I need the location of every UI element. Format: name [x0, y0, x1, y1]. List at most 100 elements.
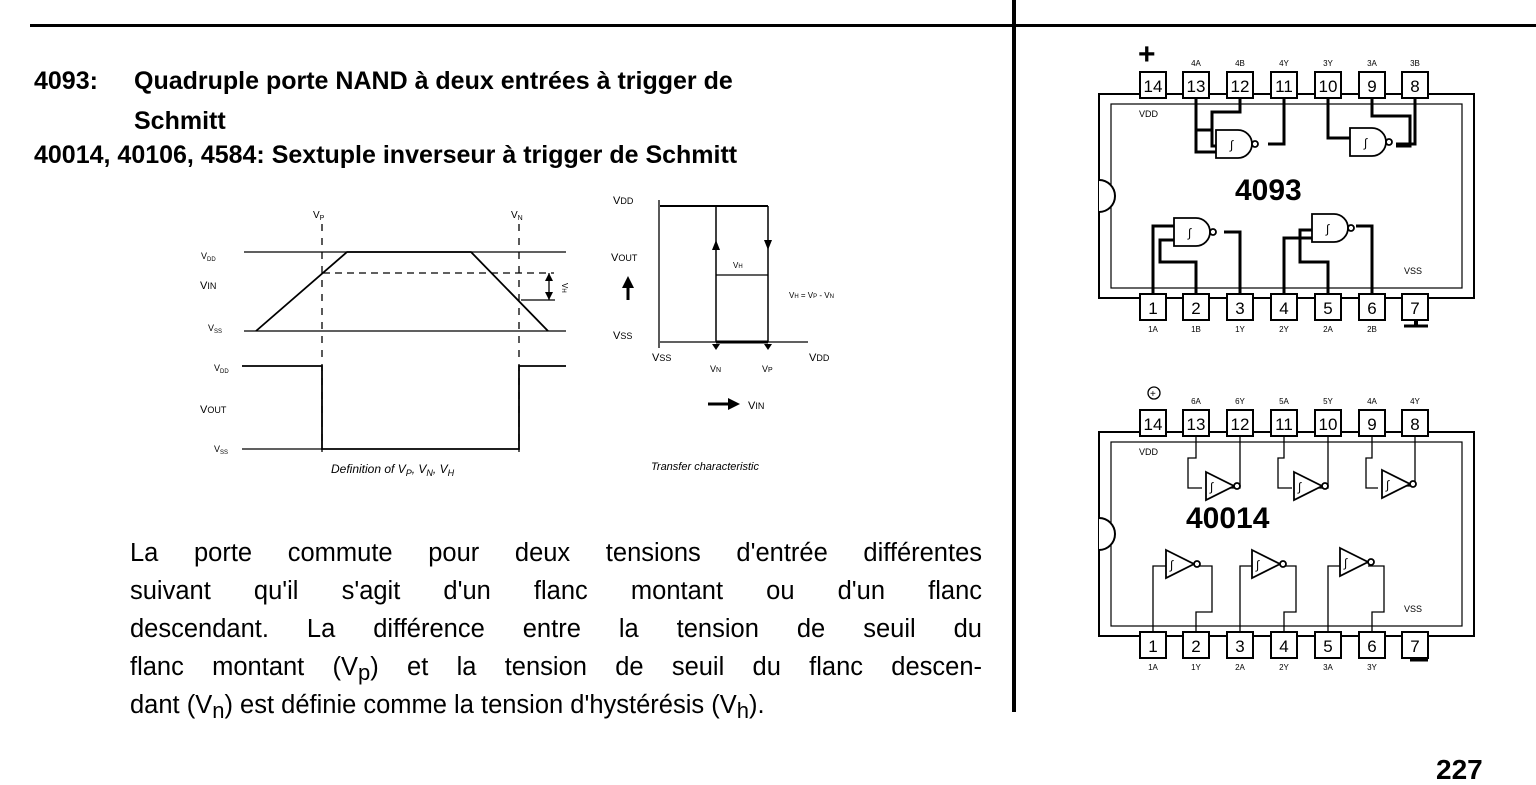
top-rule	[30, 24, 1536, 27]
label-vout: VOUT	[200, 404, 227, 416]
chip-40014-pin-label: 5A	[1279, 397, 1289, 406]
tf-vout: VOUT	[611, 252, 638, 264]
svg-text:∫: ∫	[1325, 222, 1330, 236]
chip-4093-pin-number: 10	[1319, 77, 1338, 96]
chip-40014-pin-3	[1226, 631, 1254, 659]
chip-4093-handwritten-label: 4093	[1235, 174, 1302, 207]
chip-4093-pin-number: 6	[1367, 299, 1376, 318]
chip-4093-pin-number: 12	[1231, 77, 1250, 96]
chip-40014-pin-6	[1358, 631, 1386, 659]
chip-40014-pin-number: 4	[1279, 637, 1288, 656]
chip-40014-pin-number: 3	[1235, 637, 1244, 656]
chip-4093-pin-label: 2B	[1367, 325, 1377, 334]
chip-40014-pin-1	[1139, 631, 1167, 659]
chip-4093-wiring	[1151, 98, 1417, 294]
heading-40014: 40014, 40106, 4584: Sextuple inverseur à…	[34, 141, 738, 169]
svg-text:∫: ∫	[1209, 480, 1214, 494]
inverter-gate-icon: ∫	[1381, 468, 1417, 500]
tf-x-vdd: VDD	[809, 352, 830, 364]
inverter-gate-icon: ∫	[1339, 546, 1375, 578]
chip-4093-pin-number: 11	[1275, 77, 1293, 96]
chip-4093-pin-label: 3Y	[1323, 59, 1333, 68]
page-number: 227	[1436, 754, 1483, 785]
chip-4093-vss-label: VSS	[1404, 266, 1422, 276]
heading-4093-title: Quadruple porte NAND à deux entrées à tr…	[134, 67, 733, 95]
chip-4093-pin-label: 2Y	[1279, 325, 1289, 334]
chip-4093-pin-number: 1	[1148, 299, 1157, 318]
svg-text:∫: ∫	[1343, 556, 1348, 570]
inverter-gate-icon: ∫	[1205, 470, 1241, 502]
chip-4093-pin-number: 14	[1144, 77, 1163, 96]
nand-gate-icon: ∫	[1215, 129, 1259, 159]
chip-40014-pin-number: 9	[1367, 415, 1376, 434]
chip-4093-vdd-label: VDD	[1139, 109, 1159, 119]
chip-40014-pin-number: 12	[1231, 415, 1250, 434]
chip-40014-pin-label: 1A	[1148, 663, 1158, 672]
paragraph-line-3: descendant. La différence entre la tensi…	[130, 615, 982, 643]
heading-4093-title-cont: Schmitt	[134, 107, 226, 135]
svg-text:∫: ∫	[1169, 558, 1174, 572]
tf-eq: VH = VP - VN	[789, 291, 834, 300]
chip-4093-pin-label: 3B	[1410, 59, 1420, 68]
nand-gate-icon: ∫	[1173, 217, 1217, 247]
chip-40014-pin-label: 2Y	[1279, 663, 1289, 672]
chip-4093-pin-label: 2A	[1323, 325, 1333, 334]
chip-40014-pin-2	[1182, 631, 1210, 659]
label-vin: VIN	[200, 280, 216, 292]
label-vn: VN	[511, 210, 523, 222]
label-vp: VP	[313, 210, 325, 222]
chip-4093-pin-number: 8	[1410, 77, 1419, 96]
description-paragraph: La porte commute pour deux tensions d'en…	[130, 534, 982, 724]
chip-40014-pin-label: 6A	[1191, 397, 1201, 406]
chip-40014-pin-number: 10	[1319, 415, 1338, 434]
chip-40014-pin-14	[1139, 409, 1167, 437]
label-vh: VH	[560, 283, 569, 293]
svg-text:∫: ∫	[1363, 136, 1368, 150]
tf-x-vn: VN	[710, 364, 721, 374]
chip-4093-pin-label: 4Y	[1279, 59, 1289, 68]
chip-40014-pin-13	[1182, 409, 1210, 437]
chip-40014-vss-label: VSS	[1404, 604, 1422, 614]
paragraph-line-2: suivant qu'il s'agit d'un flanc montant …	[130, 577, 982, 605]
chip-40014-pin-4	[1270, 631, 1298, 659]
chip-4093-pin-number: 2	[1191, 299, 1200, 318]
chip-40014-pin-label: 4Y	[1410, 397, 1420, 406]
nand-gate-icon: ∫	[1311, 213, 1355, 243]
chip-40014-pin-label: 1Y	[1191, 663, 1201, 672]
chip-40014-pin-number: 6	[1367, 637, 1376, 656]
svg-text:∫: ∫	[1297, 480, 1302, 494]
chip-40014-pin-7	[1401, 631, 1429, 659]
chip-40014-pin-number: 2	[1191, 637, 1200, 656]
chip-40014-pin-number: 8	[1410, 415, 1419, 434]
heading-4093-code: 4093:	[34, 67, 98, 95]
chip-40014-pin-number: 7	[1410, 637, 1419, 656]
vdd-plus-icon	[1147, 386, 1161, 400]
svg-text:∫: ∫	[1255, 558, 1260, 572]
svg-text:∫: ∫	[1229, 138, 1234, 152]
tf-vin: VIN	[748, 400, 764, 412]
tf-x-vp: VP	[762, 364, 773, 374]
tf-vdd: VDD	[613, 195, 634, 207]
chip-40014-handwritten-label: 40014	[1186, 502, 1270, 535]
caption-transfer: Transfer characteristic	[651, 461, 759, 473]
chip-40014-vdd-label: VDD	[1139, 447, 1159, 457]
chip-40014-pin-number: 5	[1323, 637, 1332, 656]
chip-4093-pin-4	[1270, 293, 1298, 321]
chip-4093-pin-number: 7	[1410, 299, 1419, 318]
chip-4093-pin-number: 4	[1279, 299, 1288, 318]
column-divider	[1012, 0, 1016, 712]
chip-4093-pin-number: 13	[1187, 77, 1206, 96]
chip-40014-pin-label: 5Y	[1323, 397, 1333, 406]
chip-4093-pin-number: 5	[1323, 299, 1332, 318]
chip-40014-pin-number: 13	[1187, 415, 1206, 434]
chip-4093-pin-label: 4A	[1191, 59, 1201, 68]
chip-4093-pin-label: 4B	[1235, 59, 1245, 68]
svg-text:∫: ∫	[1187, 226, 1192, 240]
chip-40014-pin-9	[1358, 409, 1386, 437]
chip-4093-pin-label: 1B	[1191, 325, 1201, 334]
chip-40014-pin-label: 2A	[1235, 663, 1245, 672]
chip-40014-pin-number: 1	[1148, 637, 1157, 656]
chip-4093-pin-number: 3	[1235, 299, 1244, 318]
